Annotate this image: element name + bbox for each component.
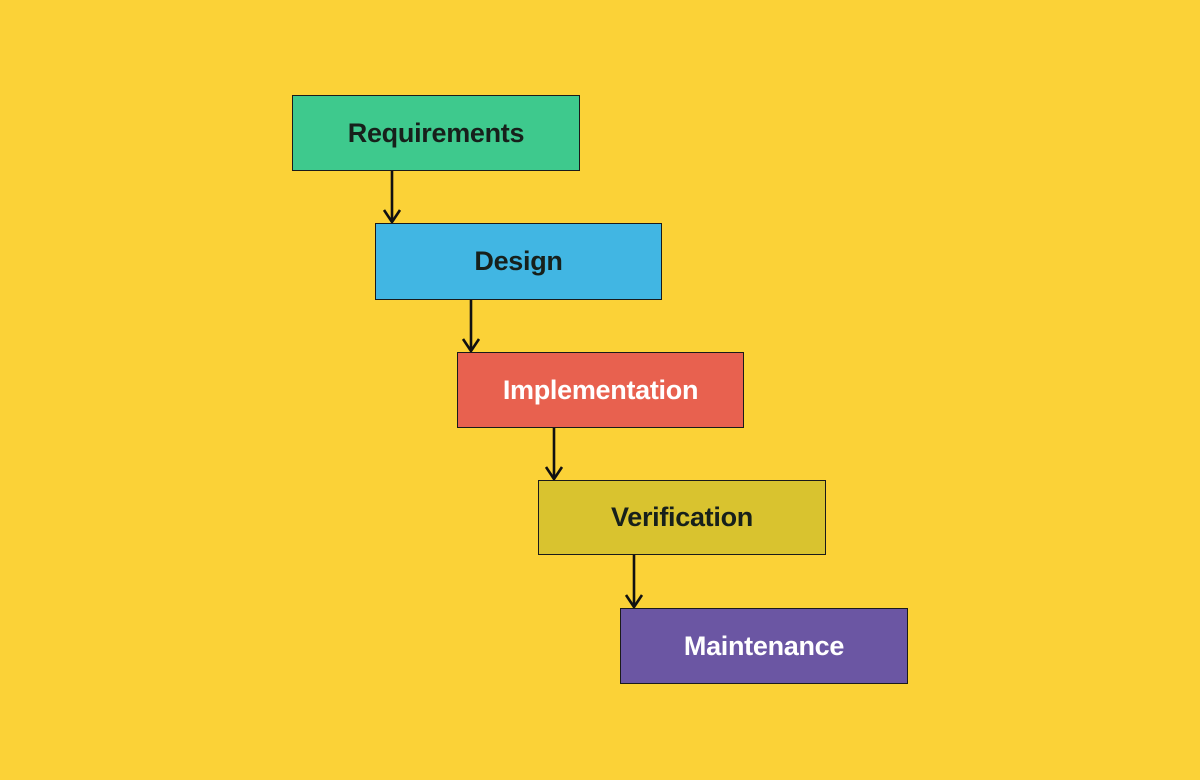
stage-label-maintenance: Maintenance (683, 630, 845, 661)
stage-box-design: Design (375, 223, 662, 300)
stage-label-implementation: Implementation (502, 374, 699, 405)
stage-label-verification: Verification (611, 502, 753, 532)
stage-label-design: Design (474, 246, 563, 276)
stage-box-implementation: Implementation (457, 352, 744, 428)
stage-label-requirements: Requirements (347, 117, 525, 148)
stage-box-maintenance: Maintenance (620, 608, 908, 684)
stage-box-verification: Verification (538, 480, 826, 555)
stage-box-requirements: Requirements (292, 95, 580, 171)
